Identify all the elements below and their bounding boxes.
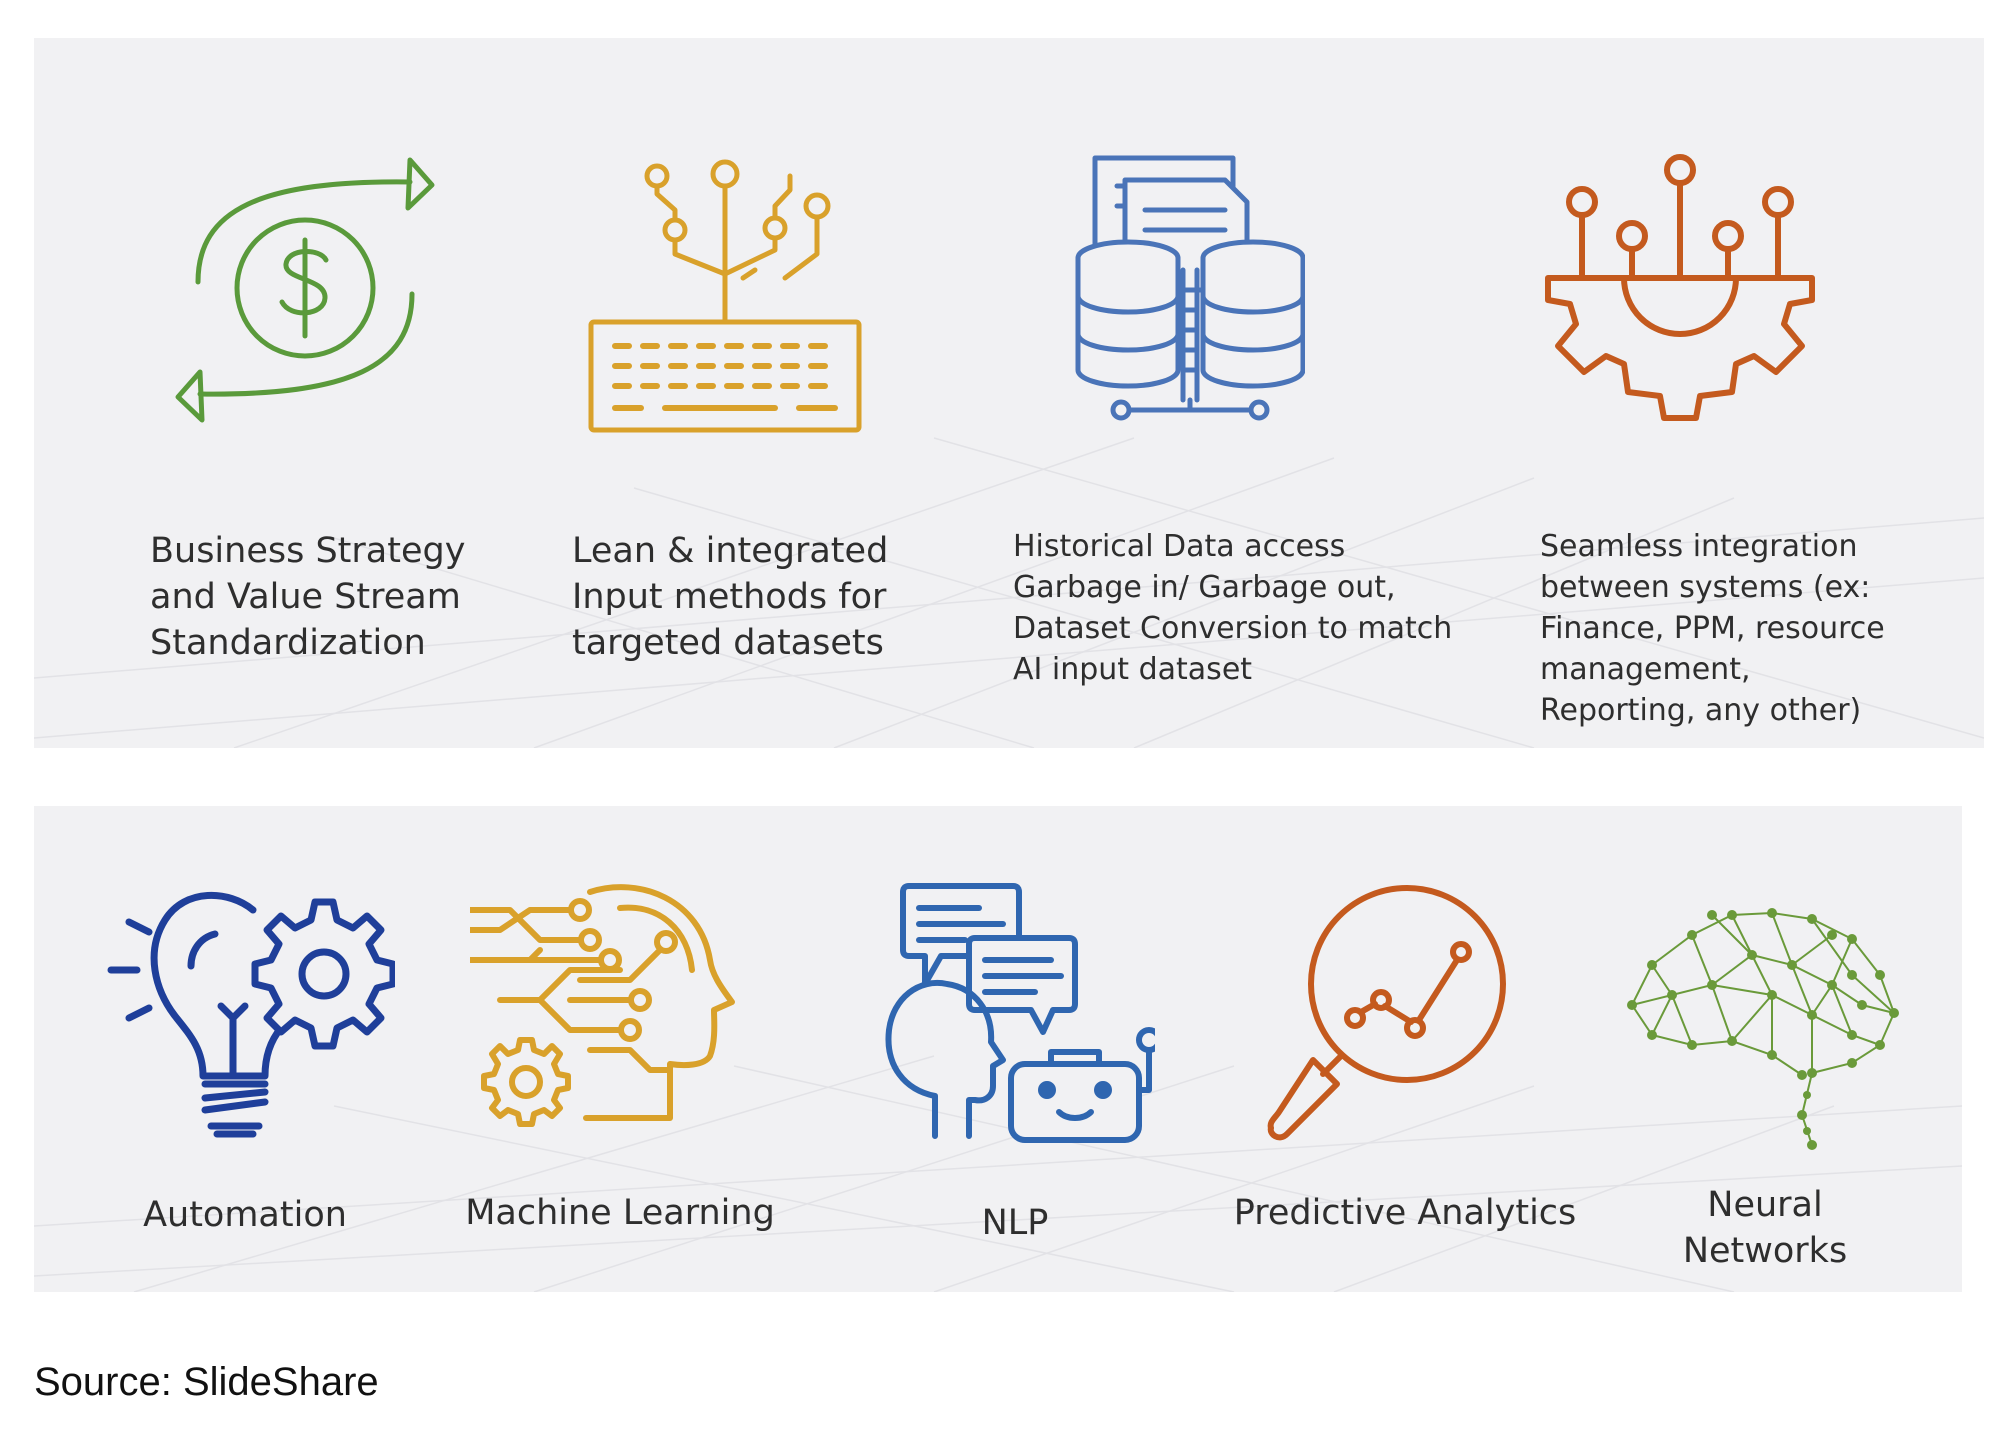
top-label-2: Lean & integrated Input methods for targ… <box>572 531 889 664</box>
neural-brain-icon <box>1612 895 1902 1155</box>
top-label-3: Historical Data access Garbage in/ Garba… <box>1013 529 1453 688</box>
gear-circuit-icon <box>1540 150 1820 430</box>
bottom-label-nlp: NLP <box>981 1203 1049 1243</box>
bottom-label-predictive-analytics: Predictive Analytics <box>1233 1193 1577 1233</box>
head-circuit-icon <box>470 870 750 1140</box>
source-caption: Source: SlideShare <box>34 1360 379 1404</box>
dollar-cycle-icon <box>170 150 440 430</box>
top-label-1: Business Strategy and Value Stream Stand… <box>150 531 466 664</box>
bottom-label-automation: Automation <box>143 1195 347 1235</box>
database-documents-icon <box>1075 150 1305 430</box>
bottom-label-machine-learning: Machine Learning <box>465 1193 775 1233</box>
chat-robot-icon <box>875 880 1155 1150</box>
lightbulb-gear-icon <box>105 880 395 1140</box>
perspective-grid <box>34 437 1984 748</box>
bottom-label-neural-networks: Neural Networks <box>1682 1185 1848 1272</box>
magnifier-chart-icon <box>1265 880 1525 1150</box>
perspective-grid <box>34 1055 1962 1292</box>
top-label-4: Seamless integration between systems (ex… <box>1540 529 1885 729</box>
keyboard-circuit-icon <box>585 150 865 440</box>
